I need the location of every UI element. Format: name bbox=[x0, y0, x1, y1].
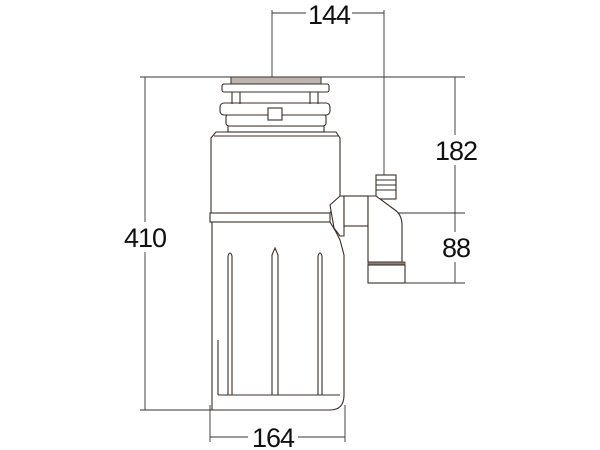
dim-182: 182 bbox=[435, 136, 477, 166]
dim-144: 144 bbox=[308, 0, 351, 30]
dim-88: 88 bbox=[442, 233, 470, 263]
outlet-elbow bbox=[329, 174, 406, 284]
dim-410: 410 bbox=[124, 223, 166, 253]
dim-164: 164 bbox=[252, 423, 295, 450]
disposer-body bbox=[209, 76, 345, 411]
